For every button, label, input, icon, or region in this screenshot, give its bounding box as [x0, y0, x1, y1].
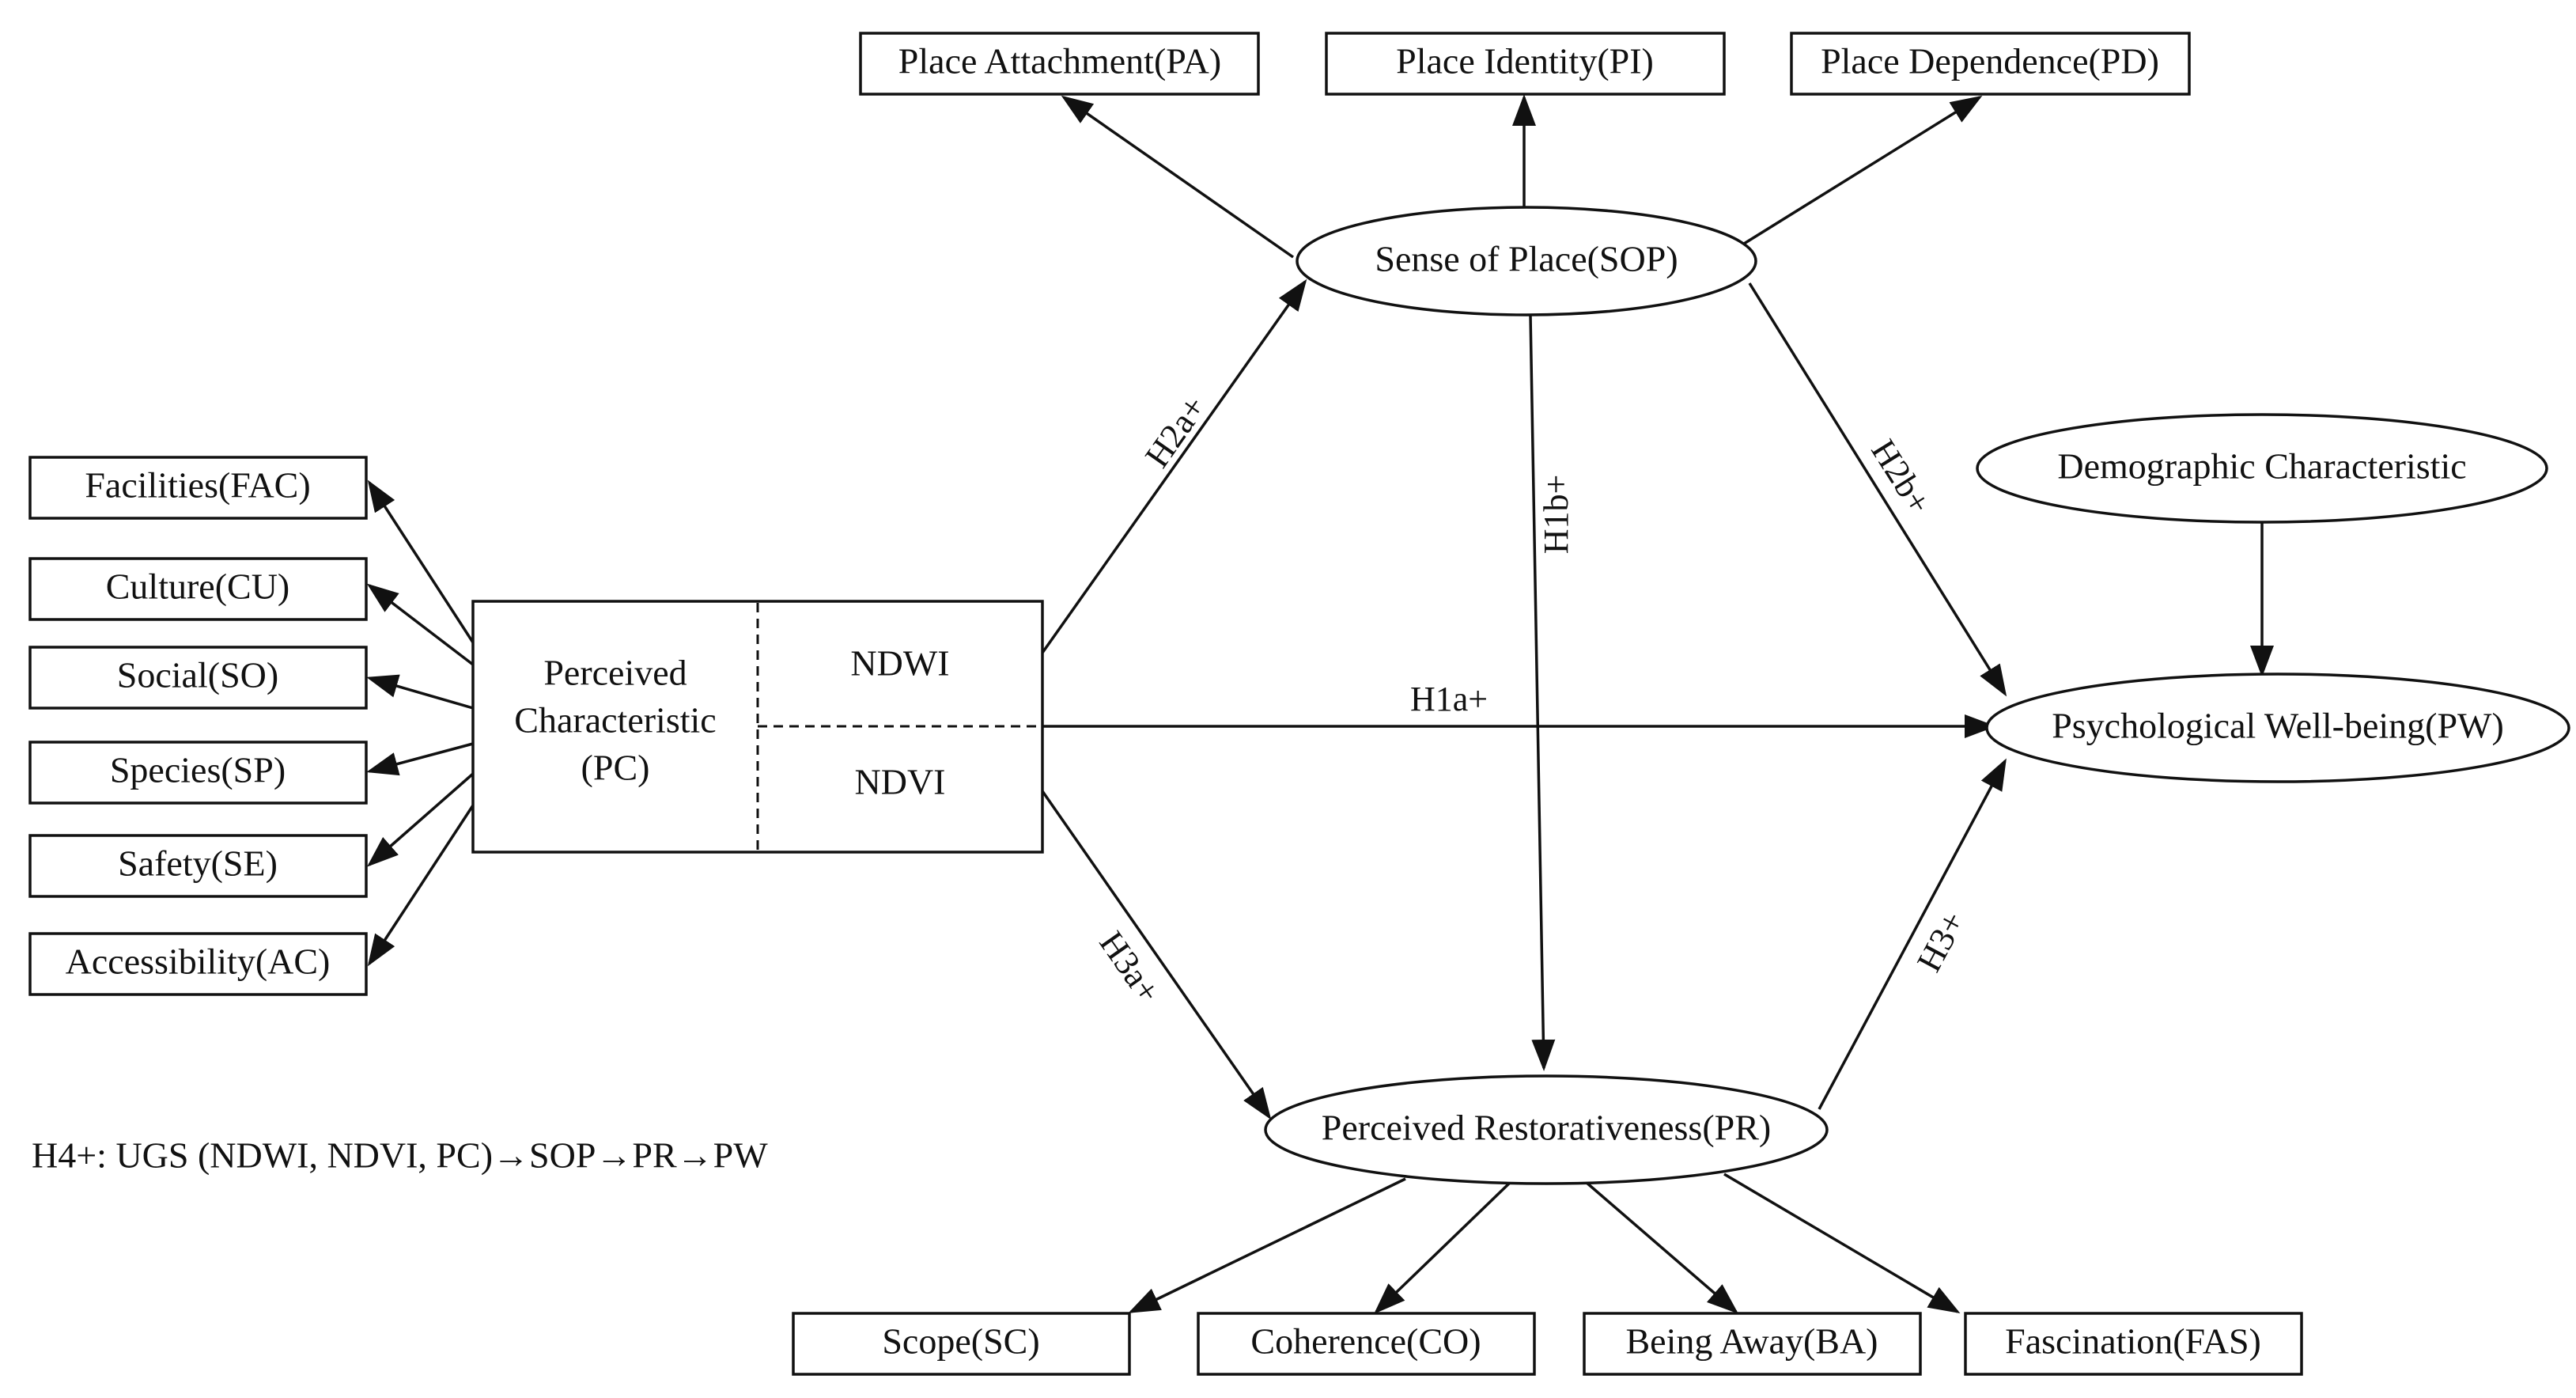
- node-species: Species(SP): [28, 741, 368, 805]
- edge-pc-facilities: [367, 479, 475, 643]
- sense-of-place-label: Sense of Place(SOP): [1375, 239, 1678, 279]
- coherence-label: Coherence(CO): [1250, 1321, 1481, 1362]
- node-facilities: Facilities(FAC): [28, 456, 368, 520]
- h1b-label: H1b+: [1537, 475, 1575, 555]
- h3a-label: H3a+: [1091, 924, 1167, 1010]
- psych-wellbeing-label: Psychological Well-being(PW): [2052, 706, 2504, 746]
- pr-dimension-group: Scope(SC) Coherence(CO) Being Away(BA) F…: [792, 1312, 2303, 1376]
- social-label: Social(SO): [117, 655, 278, 695]
- h2a-label: H2a+: [1137, 388, 1213, 474]
- edge-h1b: [1529, 314, 1556, 1071]
- edge-pr-coherence: [1374, 1180, 1512, 1314]
- node-accessibility: Accessibility(AC): [28, 932, 368, 996]
- safety-label: Safety(SE): [118, 843, 278, 884]
- node-demographic: Demographic Characteristic: [1976, 413, 2548, 524]
- place-identity-label: Place Identity(PI): [1396, 41, 1654, 81]
- demographic-label: Demographic Characteristic: [2057, 446, 2466, 487]
- fascination-label: Fascination(FAS): [2005, 1321, 2261, 1362]
- edge-pr-scope: [1128, 1177, 1406, 1313]
- node-fascination: Fascination(FAS): [1964, 1312, 2303, 1376]
- edge-pr-fascination: [1723, 1173, 1961, 1314]
- node-scope: Scope(SC): [792, 1312, 1131, 1376]
- h2b-label: H2b+: [1863, 433, 1939, 521]
- edge-h2a: [1041, 278, 1307, 654]
- ndwi-label: NDWI: [850, 643, 949, 684]
- edges: [366, 94, 2274, 1314]
- place-dependence-label: Place Dependence(PD): [1821, 41, 2159, 81]
- edge-pc-social: [366, 674, 474, 710]
- node-place-attachment: Place Attachment(PA): [859, 32, 1260, 96]
- node-safety: Safety(SE): [28, 834, 368, 898]
- pc-label-line2: Characteristic: [514, 700, 716, 741]
- edge-pc-species: [366, 742, 474, 776]
- facilities-label: Facilities(FAC): [85, 465, 310, 506]
- node-social: Social(SO): [28, 646, 368, 710]
- pc-label-line1: Perceived: [543, 653, 687, 693]
- edge-h2b: [1748, 282, 2007, 697]
- node-being-away: Being Away(BA): [1583, 1312, 1922, 1376]
- node-place-dependence: Place Dependence(PD): [1790, 32, 2191, 96]
- place-attachment-label: Place Attachment(PA): [898, 41, 1221, 81]
- node-coherence: Coherence(CO): [1197, 1312, 1536, 1376]
- edge-h3a: [1041, 790, 1272, 1120]
- culture-label: Culture(CU): [106, 566, 290, 607]
- node-ugs-box: Perceived Characteristic (PC) NDWI NDVI: [471, 600, 1044, 854]
- species-label: Species(SP): [110, 750, 286, 790]
- h3-label: H3+: [1909, 905, 1973, 978]
- edge-pc-culture: [366, 583, 475, 666]
- h1a-label: H1a+: [1410, 680, 1488, 718]
- edge-sop-pd: [1743, 95, 1983, 245]
- perceived-restorativeness-label: Perceived Restorativeness(PR): [1322, 1108, 1771, 1148]
- node-perceived-restorativeness: Perceived Restorativeness(PR): [1264, 1074, 1829, 1185]
- edge-sop-pa: [1061, 95, 1295, 259]
- edge-pc-safety: [366, 772, 475, 867]
- accessibility-label: Accessibility(AC): [66, 941, 331, 982]
- pc-label-line3: (PC): [581, 748, 650, 788]
- node-culture: Culture(CU): [28, 557, 368, 621]
- node-psych-wellbeing: Psychological Well-being(PW): [1985, 672, 2570, 783]
- ndvi-label: NDVI: [855, 762, 946, 802]
- pc-indicator-group: Facilities(FAC) Culture(CU) Social(SO) S…: [28, 456, 368, 996]
- node-sense-of-place: Sense of Place(SOP): [1296, 206, 1757, 316]
- edge-pr-beingaway: [1584, 1180, 1739, 1314]
- node-place-identity: Place Identity(PI): [1325, 32, 1726, 96]
- edge-pc-accessibility: [367, 805, 475, 967]
- h4-note: H4+: UGS (NDWI, NDVI, PC)→SOP→PR→PW: [32, 1135, 768, 1176]
- sop-dimension-group: Place Attachment(PA) Place Identity(PI) …: [859, 32, 2191, 96]
- scope-label: Scope(SC): [882, 1321, 1039, 1362]
- being-away-label: Being Away(BA): [1625, 1321, 1878, 1362]
- edge-h3: [1818, 758, 2007, 1110]
